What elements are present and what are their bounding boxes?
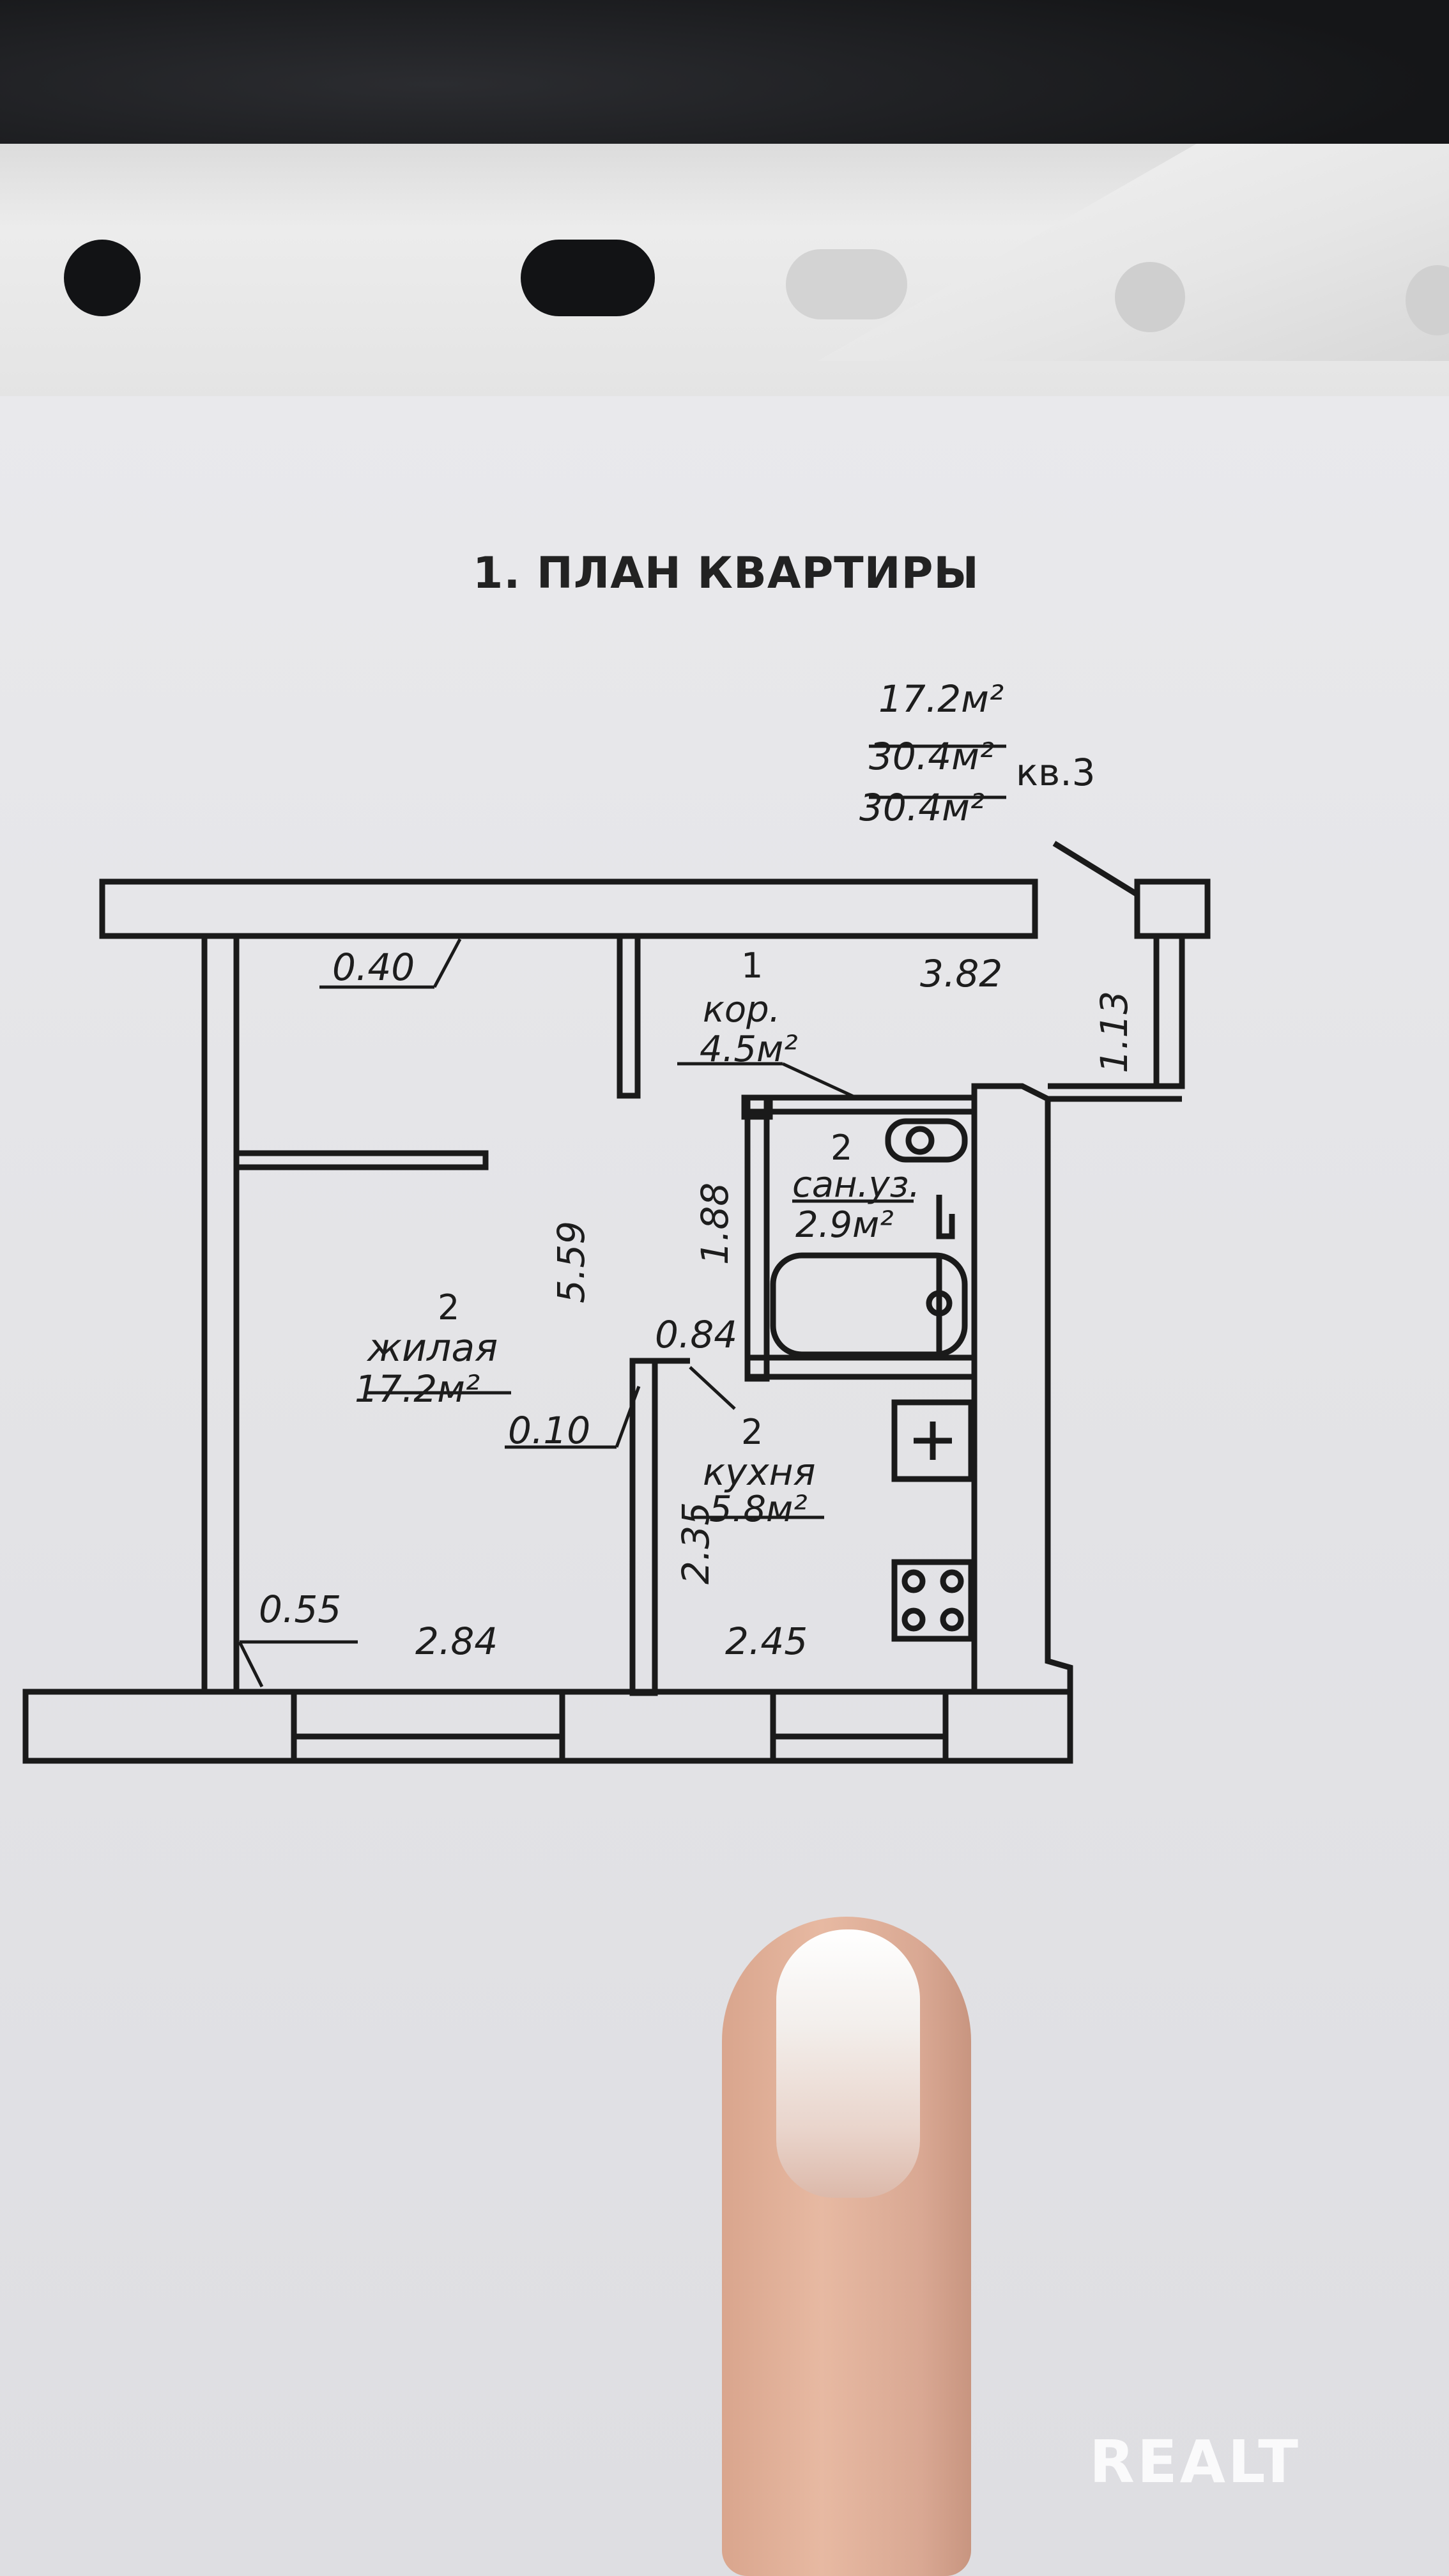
dimension-label: 2.84 bbox=[415, 1620, 498, 1663]
room-name: жилая bbox=[367, 1326, 498, 1370]
bathtub bbox=[770, 1252, 968, 1358]
corridor-post bbox=[741, 1094, 773, 1120]
partition bbox=[617, 933, 641, 1099]
page-title: 1. ПЛАН КВАРТИРЫ bbox=[473, 548, 979, 599]
left-wall bbox=[201, 933, 240, 1695]
binder-hole bbox=[64, 240, 141, 316]
partition bbox=[629, 1358, 658, 1696]
fingernail bbox=[776, 1929, 920, 2198]
total-area: 30.4м² bbox=[869, 735, 995, 778]
room-number: 2 bbox=[741, 1412, 763, 1452]
total-area-2: 30.4м² bbox=[859, 786, 985, 829]
apartment-number: кв.3 bbox=[1016, 751, 1096, 794]
ventilation-shaft bbox=[1134, 878, 1211, 939]
bathroom-partition bbox=[744, 1354, 977, 1380]
toilet bbox=[885, 1118, 968, 1163]
room-area: 5.8м² bbox=[709, 1489, 808, 1530]
top-wall bbox=[99, 878, 1038, 939]
right-wall bbox=[971, 1083, 1073, 1695]
watermark-logo: REALT bbox=[1089, 2428, 1301, 2496]
room-number: 1 bbox=[741, 946, 763, 986]
dimension-label: 0.10 bbox=[508, 1409, 591, 1452]
dimension-label: 0.84 bbox=[655, 1313, 738, 1356]
bottom-wall-middle bbox=[559, 1689, 776, 1764]
binder-hole bbox=[1115, 262, 1185, 332]
dimension-label: 2.45 bbox=[725, 1620, 808, 1663]
dimension-label: 5.59 bbox=[549, 1220, 593, 1303]
dimension-label: 1.88 bbox=[693, 1182, 737, 1265]
room-number: 2 bbox=[438, 1287, 460, 1328]
dimension-label: 0.55 bbox=[259, 1588, 342, 1631]
binder-hole bbox=[786, 249, 907, 319]
bottom-wall-right bbox=[942, 1689, 1073, 1764]
dimension-label: 0.40 bbox=[332, 946, 415, 989]
stove bbox=[891, 1559, 974, 1642]
room-number: 2 bbox=[831, 1128, 853, 1168]
bathroom-partition bbox=[744, 1094, 770, 1382]
kitchen-sink bbox=[891, 1399, 974, 1482]
window bbox=[770, 1689, 949, 1740]
room-name: сан.уз. bbox=[792, 1164, 921, 1206]
dimension-label: 1.13 bbox=[1092, 990, 1136, 1073]
room-area: 2.9м² bbox=[795, 1204, 894, 1246]
room-area: 4.5м² bbox=[700, 1029, 798, 1070]
room-name: кор. bbox=[703, 989, 781, 1031]
dimension-label: 3.82 bbox=[920, 952, 1003, 995]
room-name: кухня bbox=[703, 1450, 816, 1494]
room-area: 17.2м² bbox=[355, 1367, 480, 1411]
window bbox=[291, 1689, 565, 1740]
binder-hole bbox=[521, 240, 655, 316]
partition bbox=[233, 1150, 489, 1170]
bottom-wall-left bbox=[22, 1689, 297, 1764]
living-area-total: 17.2м² bbox=[878, 677, 1004, 721]
plastic-sleeve bbox=[0, 144, 1449, 425]
